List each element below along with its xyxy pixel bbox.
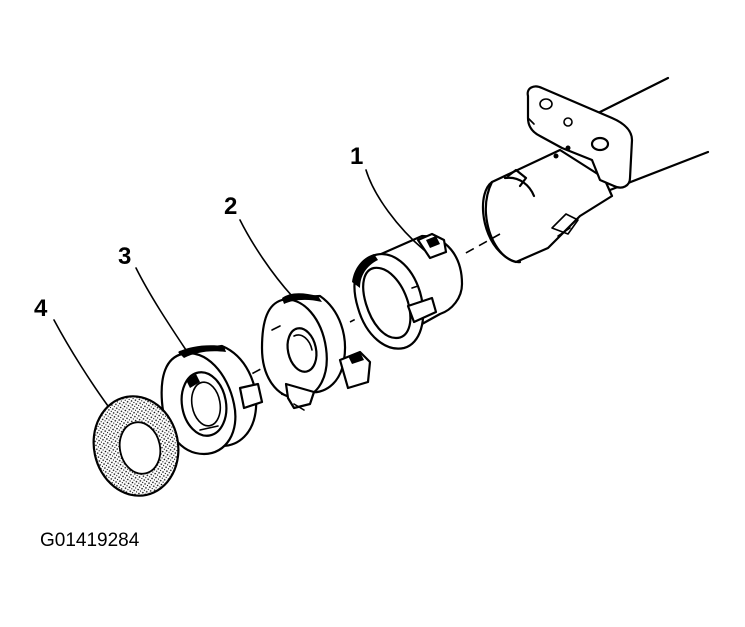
figure-id: G01419284: [40, 530, 140, 551]
part-3-bearing: [160, 344, 264, 456]
assembly-axis: [463, 233, 501, 255]
callout-3: 3: [118, 243, 131, 270]
part-2-collar: [260, 293, 372, 411]
leader-line-3: [135, 267, 187, 351]
leader-line-1: [365, 169, 425, 251]
column-housing: [481, 76, 710, 264]
callout-2: 2: [224, 193, 237, 220]
callout-4: 4: [34, 295, 48, 322]
callout-1: 1: [350, 143, 363, 170]
part-1-sleeve: [352, 232, 464, 350]
leader-line-2: [239, 219, 293, 297]
part-4-washer: [92, 395, 180, 497]
leader-line-4: [53, 319, 109, 407]
